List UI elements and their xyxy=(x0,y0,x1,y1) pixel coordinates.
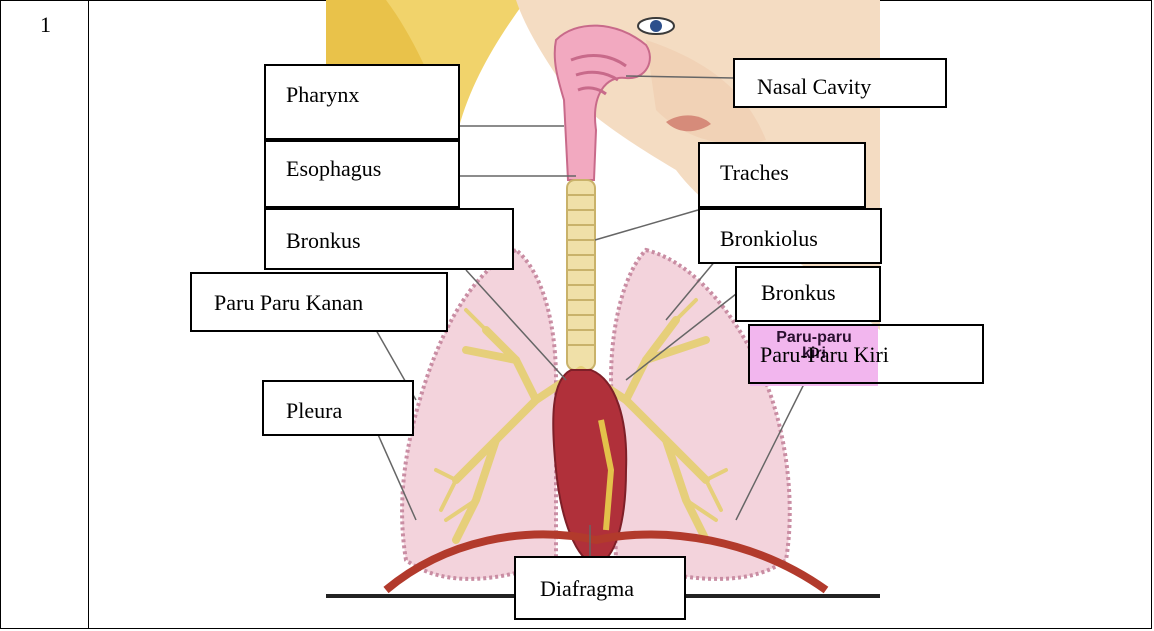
row-number: 1 xyxy=(40,12,51,38)
label-pleura: Pleura xyxy=(262,380,414,436)
trachea-shape xyxy=(567,180,595,370)
label-nasal-cavity: Nasal Cavity xyxy=(733,58,947,108)
label-traches: Traches xyxy=(698,142,866,208)
label-bronkiolus: Bronkiolus xyxy=(698,208,882,264)
column-divider xyxy=(88,0,89,629)
label-pharynx: Pharynx xyxy=(264,64,460,140)
label-paru-paru-kiri: Paru-Paru Kiri xyxy=(748,324,984,384)
label-diafragma: Diafragma xyxy=(514,556,686,620)
label-bronkus-left: Bronkus xyxy=(264,208,514,270)
label-bronkus-right: Bronkus xyxy=(735,266,881,322)
label-paru-paru-kanan: Paru Paru Kanan xyxy=(190,272,448,332)
label-esophagus: Esophagus xyxy=(264,140,460,208)
